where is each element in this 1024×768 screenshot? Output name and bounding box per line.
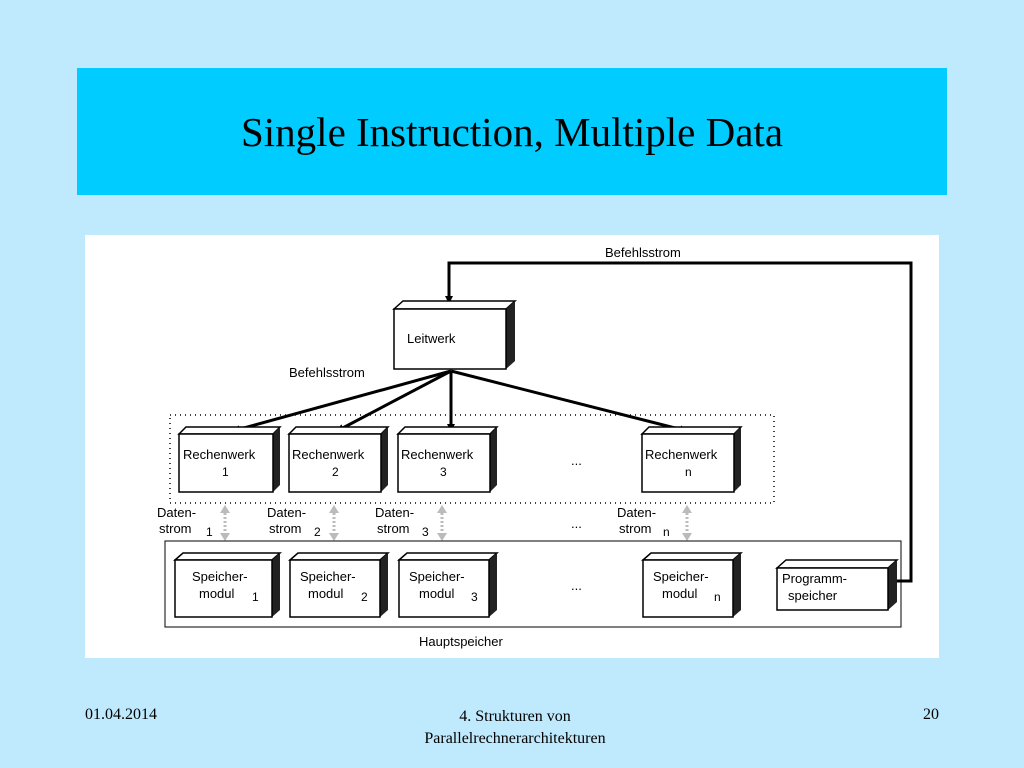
rechenwerk-label-1: Rechenwerk [183,447,256,462]
datenstrom-arrow-1 [220,505,230,541]
befehlsstrom-mid-label: Befehlsstrom [289,365,365,380]
datenstrom-label-3a: Daten- [375,505,414,520]
datenstrom-label-na: Daten- [617,505,656,520]
arrow-to-rechenwerk-1 [232,369,452,433]
rechenwerk-box-2: Rechenwerk 2 [287,426,390,493]
leitwerk-label: Leitwerk [407,331,456,346]
speicher-label-3a: Speicher- [409,569,465,584]
datenstrom-arrow-3 [437,505,447,541]
datenstrom-label-2b: strom [269,521,302,536]
rechenwerk-group-outline [169,414,775,504]
footer-chapter-line2: Parallelrechnerarchitekturen [424,730,606,747]
speichermodul-box-1: Speicher- modul 1 [173,552,282,618]
datenstrom-arrow-2 [329,505,339,541]
footer-chapter-line1: 4. Strukturen von [459,708,571,725]
datenstrom-label-nb: strom [619,521,652,536]
rechenwerk-box-3: Rechenwerk 3 [396,426,499,493]
speichermodul-box-n: Speicher- modul n [641,552,743,618]
datenstrom-1: Daten- strom 1 [157,505,230,541]
title-bar: Single Instruction, Multiple Data [77,68,947,195]
programmspeicher-box: Programm- speicher [775,559,899,611]
arrow-to-rechenwerk-2 [336,369,452,433]
datenstrom-2: Daten- strom 2 [267,505,339,541]
rechenwerk-id-1: 1 [222,465,229,479]
speicher-label-na: Speicher- [653,569,709,584]
rechenwerk-id-n: n [685,465,692,479]
datenstrom-label-2a: Daten- [267,505,306,520]
rechenwerk-box-n: Rechenwerk n [640,426,743,493]
datenstrom-arrow-n [682,505,692,541]
datenstrom-id-n: n [663,525,670,539]
rechenwerk-id-2: 2 [332,465,339,479]
datenstrom-ellipsis: ... [571,516,582,531]
leitwerk-box: Leitwerk [392,300,517,370]
rechenwerk-label-n: Rechenwerk [645,447,718,462]
simd-diagram: Befehlsstrom Leitwerk Befehlsstrom Reche… [157,245,913,649]
speicher-id-n: n [714,590,721,604]
speicher-id-2: 2 [361,590,368,604]
hauptspeicher-label: Hauptspeicher [419,634,503,649]
datenstrom-label-3b: strom [377,521,410,536]
speicher-label-2b: modul [308,586,344,601]
speicher-label-nb: modul [662,586,698,601]
speicher-id-1: 1 [252,590,259,604]
rechenwerk-label-3: Rechenwerk [401,447,474,462]
speicher-id-3: 3 [471,590,478,604]
speicher-label-1b: modul [199,586,235,601]
hauptspeicher-outline [164,540,902,628]
speicher-label-3b: modul [419,586,455,601]
rechenwerk-ellipsis: ... [571,453,582,468]
datenstrom-label-1b: strom [159,521,192,536]
speicher-ellipsis: ... [571,578,582,593]
befehlsstrom-loop-line [445,261,913,583]
speicher-label-1a: Speicher- [192,569,248,584]
footer-chapter: 4. Strukturen von Parallelrechnerarchite… [360,706,670,750]
rechenwerk-box-1: Rechenwerk 1 [177,426,282,493]
datenstrom-3: Daten- strom 3 [375,505,447,541]
footer-page-number: 20 [923,706,939,723]
programm-label-a: Programm- [782,571,847,586]
footer-date: 01.04.2014 [85,706,157,723]
rechenwerk-id-3: 3 [440,465,447,479]
datenstrom-id-2: 2 [314,525,321,539]
rechenwerk-label-2: Rechenwerk [292,447,365,462]
datenstrom-n: Daten- strom n [617,505,692,541]
befehlsstrom-top-label: Befehlsstrom [605,245,681,260]
arrow-to-rechenwerk-n [450,369,688,434]
speicher-label-2a: Speicher- [300,569,356,584]
programm-label-b: speicher [788,588,838,603]
slide-title: Single Instruction, Multiple Data [240,108,784,155]
datenstrom-id-3: 3 [422,525,429,539]
speichermodul-box-3: Speicher- modul 3 [397,552,499,618]
datenstrom-label-1a: Daten- [157,505,196,520]
datenstrom-id-1: 1 [206,525,213,539]
speichermodul-box-2: Speicher- modul 2 [288,552,390,618]
diagram-panel: Befehlsstrom Leitwerk Befehlsstrom Reche… [85,235,939,658]
